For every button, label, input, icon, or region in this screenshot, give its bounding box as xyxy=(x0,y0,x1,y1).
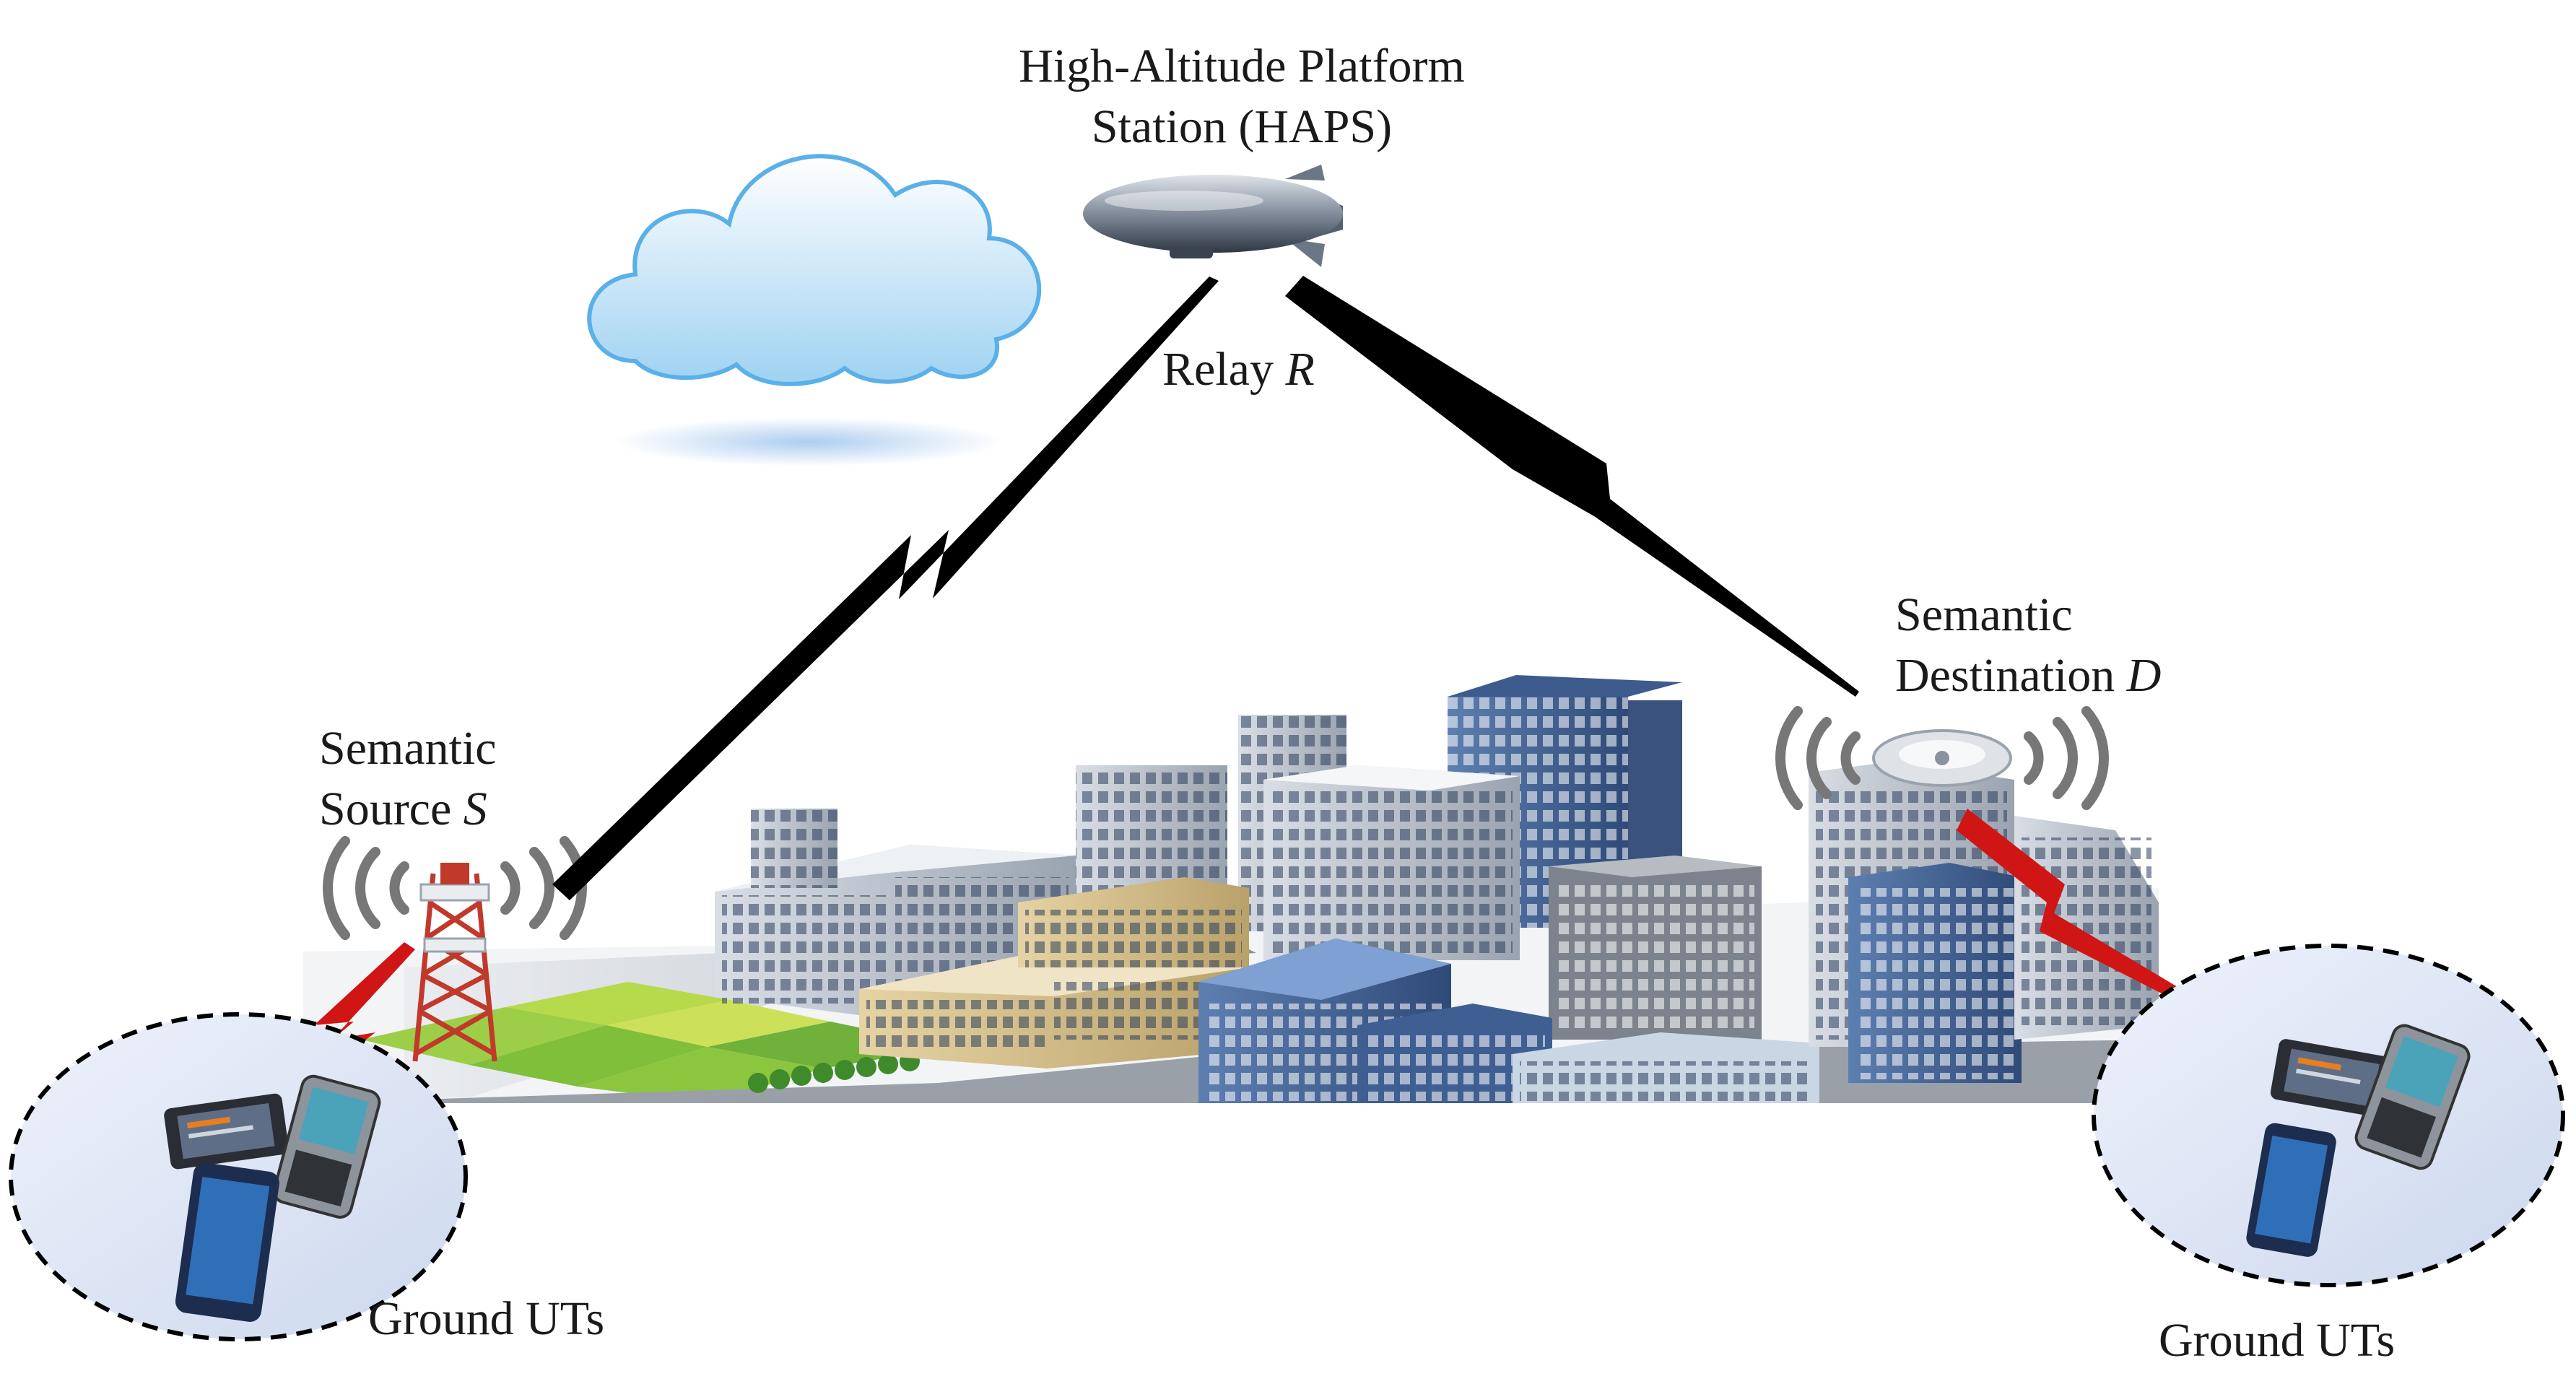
destination-symbol: D xyxy=(2126,649,2162,702)
relay-label: Relay R xyxy=(1162,339,1315,400)
airship-icon xyxy=(1083,165,1343,267)
cloud-icon xyxy=(587,154,1042,466)
tablet-icon xyxy=(164,1093,289,1170)
destination-label-text: Destination xyxy=(1895,649,2115,702)
pda-icon xyxy=(2354,1024,2471,1170)
smartphone-icon xyxy=(2246,1123,2336,1257)
ground-uts-right xyxy=(2092,944,2565,1287)
ground-uts-right-label: Ground UTs xyxy=(2159,1314,2396,1367)
source-label: Semantic Source S xyxy=(319,718,497,840)
satellite-dish-icon xyxy=(1872,729,2012,787)
smartphone-icon xyxy=(175,1162,279,1322)
relay-label-text: Relay xyxy=(1162,343,1274,396)
ground-uts-left xyxy=(9,1012,468,1341)
destination-label: Semantic Destination D xyxy=(1895,585,2161,706)
tablet-icon xyxy=(2270,1039,2393,1118)
cell-tower-icon xyxy=(412,863,497,1062)
pda-icon xyxy=(272,1074,381,1219)
link-relay-destination xyxy=(1285,276,1859,697)
haps-label: High-Altitude Platform Station (HAPS) xyxy=(939,36,1545,157)
link-source-relay xyxy=(552,277,1219,900)
relay-symbol: R xyxy=(1285,343,1315,396)
destination-label-line1: Semantic xyxy=(1895,588,2073,641)
signal-waves-icon xyxy=(323,836,587,940)
haps-label-line2: Station (HAPS) xyxy=(1091,100,1393,153)
city-illustration xyxy=(303,675,2159,1103)
source-label-text: Source xyxy=(319,783,452,835)
ground-uts-left-label: Ground UTs xyxy=(368,1292,605,1345)
source-symbol: S xyxy=(463,783,487,835)
signal-waves-icon xyxy=(1775,706,2109,810)
link-destination-ground-uts xyxy=(1957,809,2242,1032)
haps-label-line1: High-Altitude Platform xyxy=(1019,40,1465,92)
source-label-line1: Semantic xyxy=(319,722,497,775)
